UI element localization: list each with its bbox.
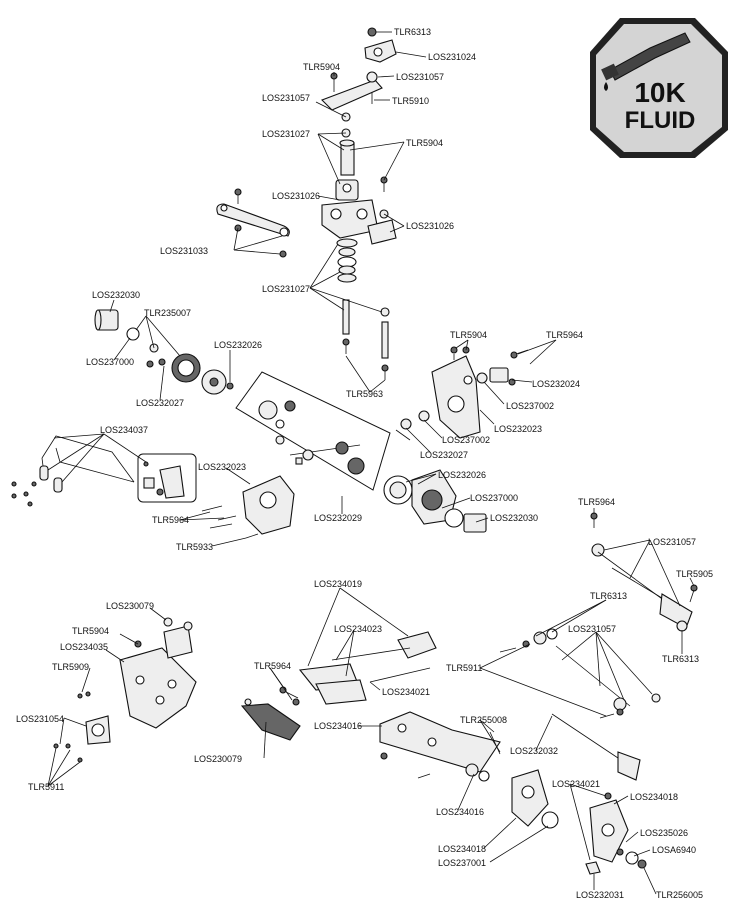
label-los232030-a: LOS232030 xyxy=(92,290,140,300)
right-hub xyxy=(511,713,647,875)
label-tlr5910: TLR5910 xyxy=(392,96,429,106)
badge-line2: FLUID xyxy=(625,107,696,134)
lower-arm xyxy=(379,711,501,782)
label-los231057-b: LOS231057 xyxy=(262,93,310,103)
label-los232027-a: LOS232027 xyxy=(136,398,184,408)
label-los237000-a: LOS237000 xyxy=(86,357,134,367)
label-tlr5904-d: TLR5904 xyxy=(72,626,109,636)
label-los232032: LOS232032 xyxy=(510,746,558,756)
lower-right-linkage xyxy=(499,628,661,719)
label-los232029: LOS232029 xyxy=(314,513,362,523)
label-los234037: LOS234037 xyxy=(100,425,148,435)
label-los231027-b: LOS231027 xyxy=(262,284,310,294)
label-los232023-b: LOS232023 xyxy=(198,462,246,472)
bumper-part xyxy=(240,698,301,741)
label-los231027-a: LOS231027 xyxy=(262,129,310,139)
label-los230079-a: LOS230079 xyxy=(106,601,154,611)
label-los230079-b: LOS230079 xyxy=(194,754,242,764)
lower-gearbox xyxy=(201,475,295,539)
label-los232031: LOS232031 xyxy=(576,890,624,900)
label-tlr6313-top: TLR6313 xyxy=(394,27,431,37)
center-right-diff xyxy=(383,469,487,533)
label-los231057-d: LOS231057 xyxy=(568,624,616,634)
label-los231033: LOS231033 xyxy=(160,246,208,256)
label-tlr5905: TLR5905 xyxy=(676,569,713,579)
steering-assembly xyxy=(216,27,397,380)
part-labels: TLR6313 LOS231024 TLR5904 LOS231057 LOS2… xyxy=(16,27,713,900)
label-los231024: LOS231024 xyxy=(428,52,476,62)
label-los234021-b: LOS234021 xyxy=(552,779,600,789)
label-los231057-a: LOS231057 xyxy=(396,72,444,82)
label-los231026-a: LOS231026 xyxy=(272,191,320,201)
label-los237002-b: LOS237002 xyxy=(442,435,490,445)
label-losa6940: LOSA6940 xyxy=(652,845,696,855)
label-los235026: LOS235026 xyxy=(640,828,688,838)
label-tlr5964-b: TLR5964 xyxy=(152,515,189,525)
label-tlr5904-c: TLR5904 xyxy=(450,330,487,340)
label-los234035: LOS234035 xyxy=(60,642,108,652)
label-los232030-b: LOS232030 xyxy=(490,513,538,523)
label-los232027-b: LOS232027 xyxy=(420,450,468,460)
badge-line1: 10K xyxy=(634,77,685,108)
label-tlr5911-a: TLR5911 xyxy=(446,663,482,673)
label-tlr5904-b: TLR5904 xyxy=(406,138,443,148)
sway-bar xyxy=(11,435,197,507)
label-tlr5933: TLR5933 xyxy=(176,542,213,552)
label-los234023: LOS234023 xyxy=(334,624,382,634)
center-diff-box xyxy=(235,371,391,491)
label-tlr6313-c: TLR6313 xyxy=(662,654,699,664)
label-los234018-b: LOS234018 xyxy=(438,844,486,854)
label-los234021-a: LOS234021 xyxy=(382,687,430,697)
label-los231054: LOS231054 xyxy=(16,714,64,724)
label-los234018-a: LOS234018 xyxy=(630,792,678,802)
label-tlr6313-b: TLR6313 xyxy=(590,591,627,601)
leader-lines xyxy=(47,31,695,895)
label-los237002-a: LOS237002 xyxy=(506,401,554,411)
label-los237000-b: LOS237000 xyxy=(470,493,518,503)
label-tlr5964-d: TLR5964 xyxy=(254,661,291,671)
label-tlr235007: TLR235007 xyxy=(144,308,191,318)
label-tlr255008: TLR255008 xyxy=(460,715,507,725)
arm-mounts xyxy=(279,631,437,706)
label-tlr5904-a: TLR5904 xyxy=(303,62,340,72)
fluid-bottle-icon xyxy=(601,32,691,91)
label-los232024: LOS232024 xyxy=(532,379,580,389)
left-shock-tower xyxy=(53,617,197,763)
label-tlr5911-b: TLR5911 xyxy=(28,782,64,792)
label-los234016-a: LOS234016 xyxy=(314,721,362,731)
label-tlr5964-c: TLR5964 xyxy=(578,497,615,507)
label-tlr5964-a: TLR5964 xyxy=(546,330,583,340)
left-diff xyxy=(94,309,234,395)
label-los232026-a: LOS232026 xyxy=(214,340,262,350)
label-los232026-b: LOS232026 xyxy=(438,470,486,480)
label-tlr5909: TLR5909 xyxy=(52,662,89,672)
right-gearbox xyxy=(395,346,529,441)
label-los232023-a: LOS232023 xyxy=(494,424,542,434)
turnbuckle-right xyxy=(590,512,698,632)
label-tlr256005: TLR256005 xyxy=(656,890,703,900)
label-los231057-c: LOS231057 xyxy=(648,537,696,547)
label-los237001: LOS237001 xyxy=(438,858,486,868)
label-los234019: LOS234019 xyxy=(314,579,362,589)
label-los231026-b: LOS231026 xyxy=(406,221,454,231)
fluid-badge: 10K FLUID xyxy=(590,18,728,158)
label-los234016-b: LOS234016 xyxy=(436,807,484,817)
label-tlr5963: TLR5963 xyxy=(346,389,383,399)
